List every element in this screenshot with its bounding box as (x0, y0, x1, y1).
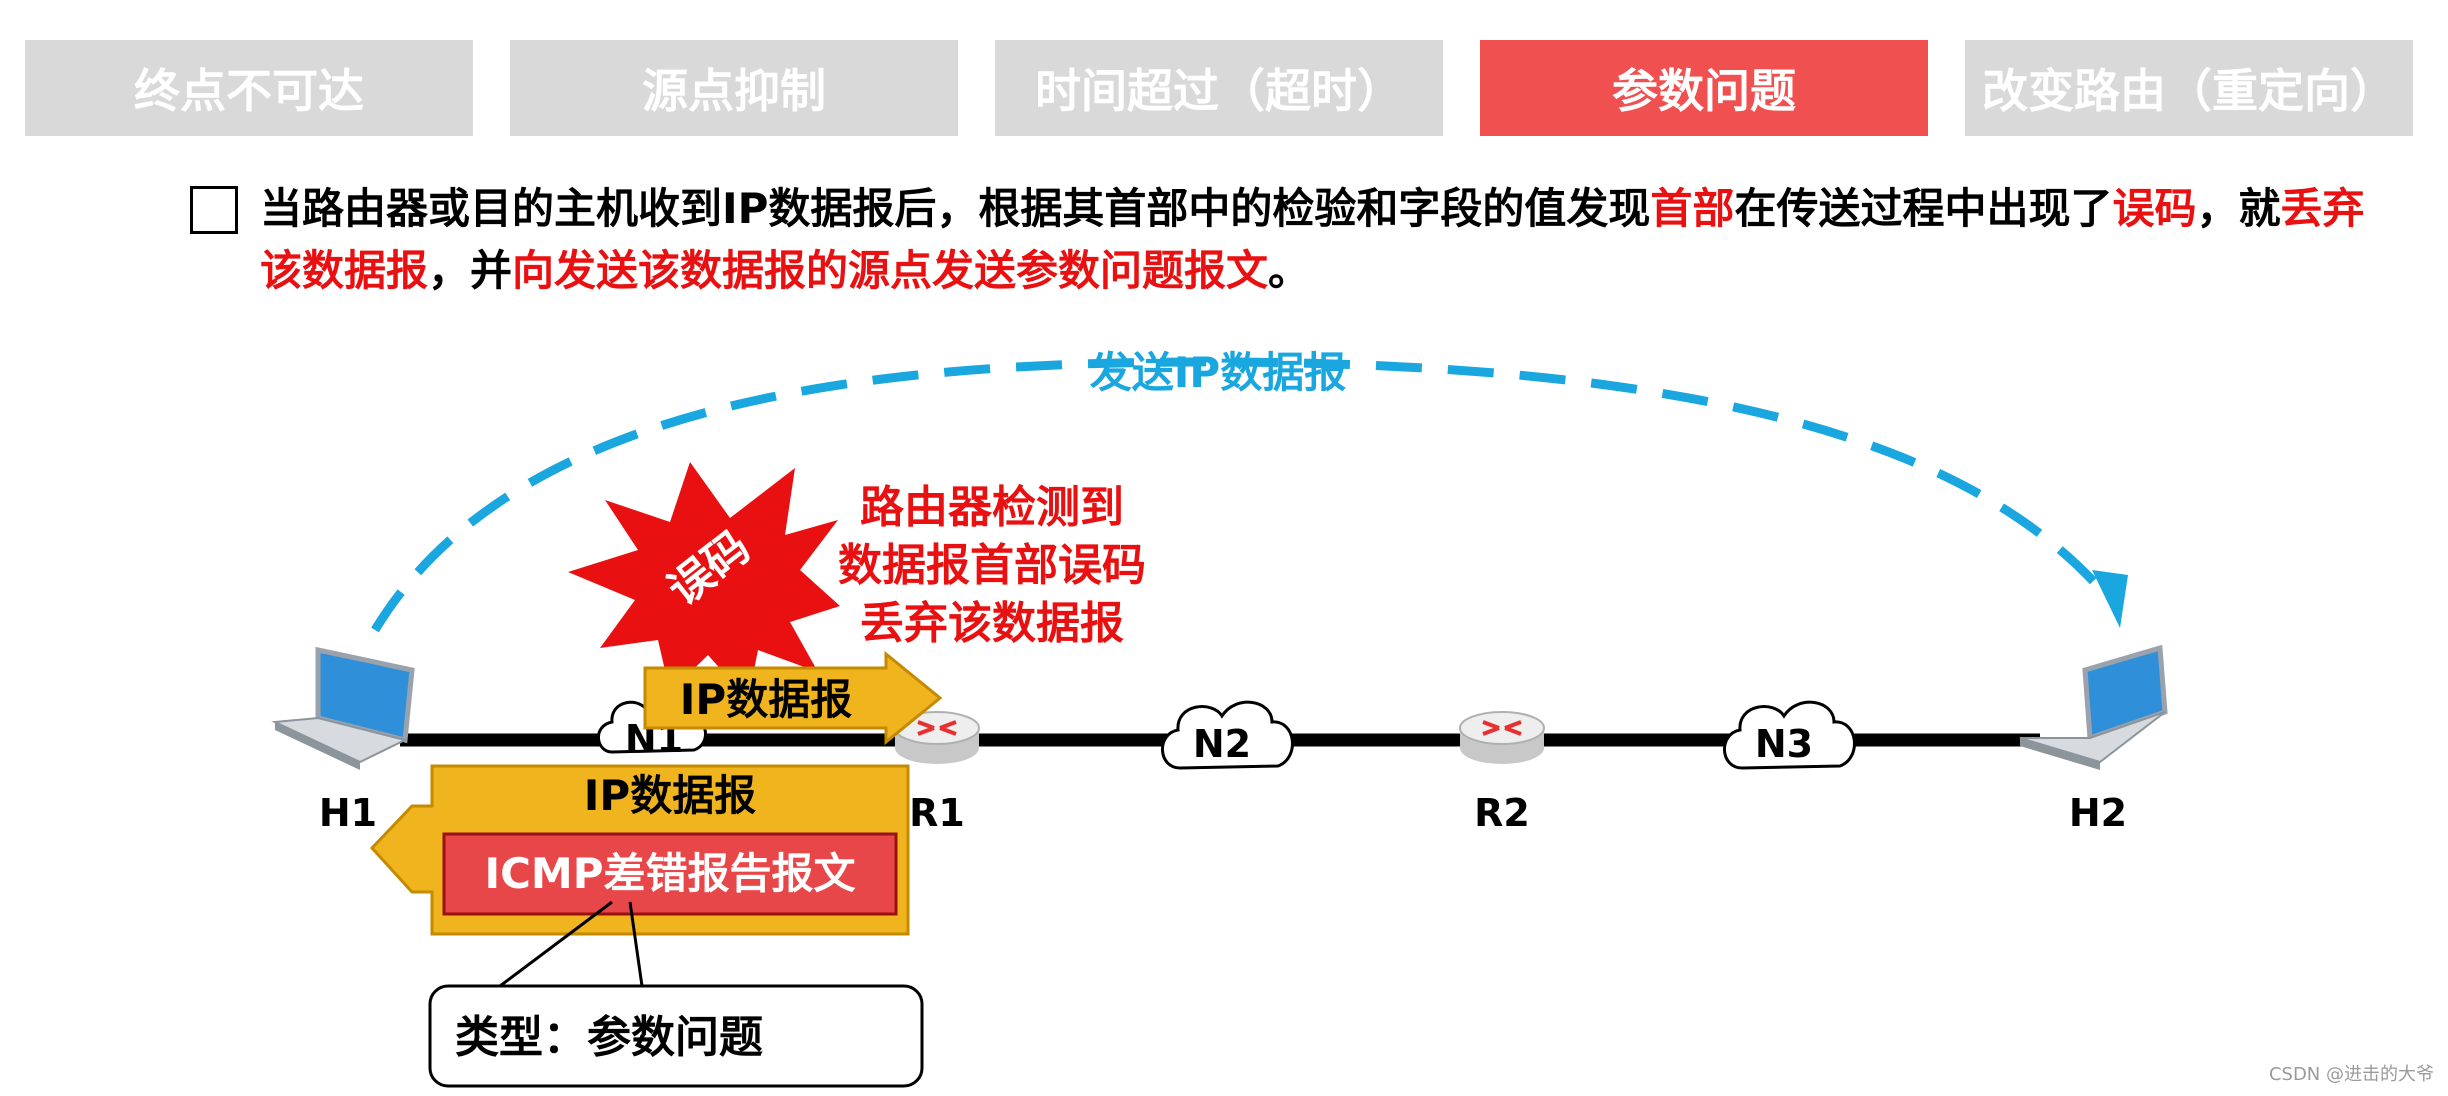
callout-label: 类型：参数问题 (455, 1012, 763, 1063)
desc-highlight: 首部 (1650, 184, 1735, 233)
send-path-arc (371, 357, 2114, 633)
desc-part: ，就 (2196, 184, 2281, 233)
network-label-n3: N3 (1755, 722, 1813, 766)
callout-box (428, 984, 924, 1088)
watermark: CSDN @进击的大爷 (2268, 1064, 2434, 1085)
host-label-h2: H2 (2069, 791, 2127, 835)
error-burst-shape (568, 462, 840, 700)
return-packet-label: IP数据报 (584, 771, 756, 820)
desc-part: 在传送过程中出现了 (1734, 184, 2113, 233)
desc-highlight: 丢弃该数据报 (260, 184, 2365, 295)
send-label: 发送IP数据报 (1090, 348, 1346, 397)
host-label-h1: H1 (319, 791, 377, 835)
desc-highlight: 误码 (2112, 184, 2197, 233)
icmp-message-label: ICMP差错报告报文 (484, 849, 855, 898)
host-h2-laptop-icon (2019, 644, 2168, 770)
network-cloud-n3: N3 (1723, 700, 1856, 770)
icmp-message-box (442, 832, 898, 916)
network-cloud-n2: N2 (1161, 700, 1294, 770)
router-note-line-2: 数据报首部误码 (838, 540, 1146, 591)
tab-parameter-problem[interactable]: 参数问题 (1480, 40, 1928, 136)
router-label-r1: R1 (909, 791, 965, 835)
description-text: 当路由器或目的主机收到IP数据报后，根据其首部中的检验和字段的值发现首部在传送过… (260, 178, 2390, 302)
network-label-n2: N2 (1193, 722, 1251, 766)
host-h1-laptop-icon (271, 646, 415, 770)
router-label-r2: R2 (1474, 791, 1530, 835)
tab-destination-unreachable[interactable]: 终点不可达 (25, 40, 473, 136)
callout-pointer-left (499, 900, 613, 988)
desc-part: 当路由器或目的主机收到IP数据报后，根据其首部中的检验和字段的值发现 (260, 184, 1651, 233)
router-note-line-3: 丢弃该数据报 (860, 598, 1124, 649)
desc-highlight: 向发送该数据报的源点发送参数问题报文 (512, 246, 1269, 295)
tab-time-exceeded[interactable]: 时间超过（超时） (995, 40, 1443, 136)
tab-source-quench[interactable]: 源点抑制 (510, 40, 958, 136)
forward-packet-label: IP数据报 (680, 675, 852, 724)
callout-pointer-right (628, 901, 644, 987)
tab-redirect[interactable]: 改变路由（重定向） (1965, 40, 2413, 136)
desc-part: ，并 (428, 246, 513, 295)
bullet-checkbox (190, 186, 238, 234)
desc-part: 。 (1268, 246, 1311, 295)
send-arrowhead (2092, 570, 2128, 628)
forward-packet-arrow (643, 650, 943, 746)
router-r2-icon (1459, 711, 1545, 764)
router-note-line-1: 路由器检测到 (860, 482, 1124, 533)
